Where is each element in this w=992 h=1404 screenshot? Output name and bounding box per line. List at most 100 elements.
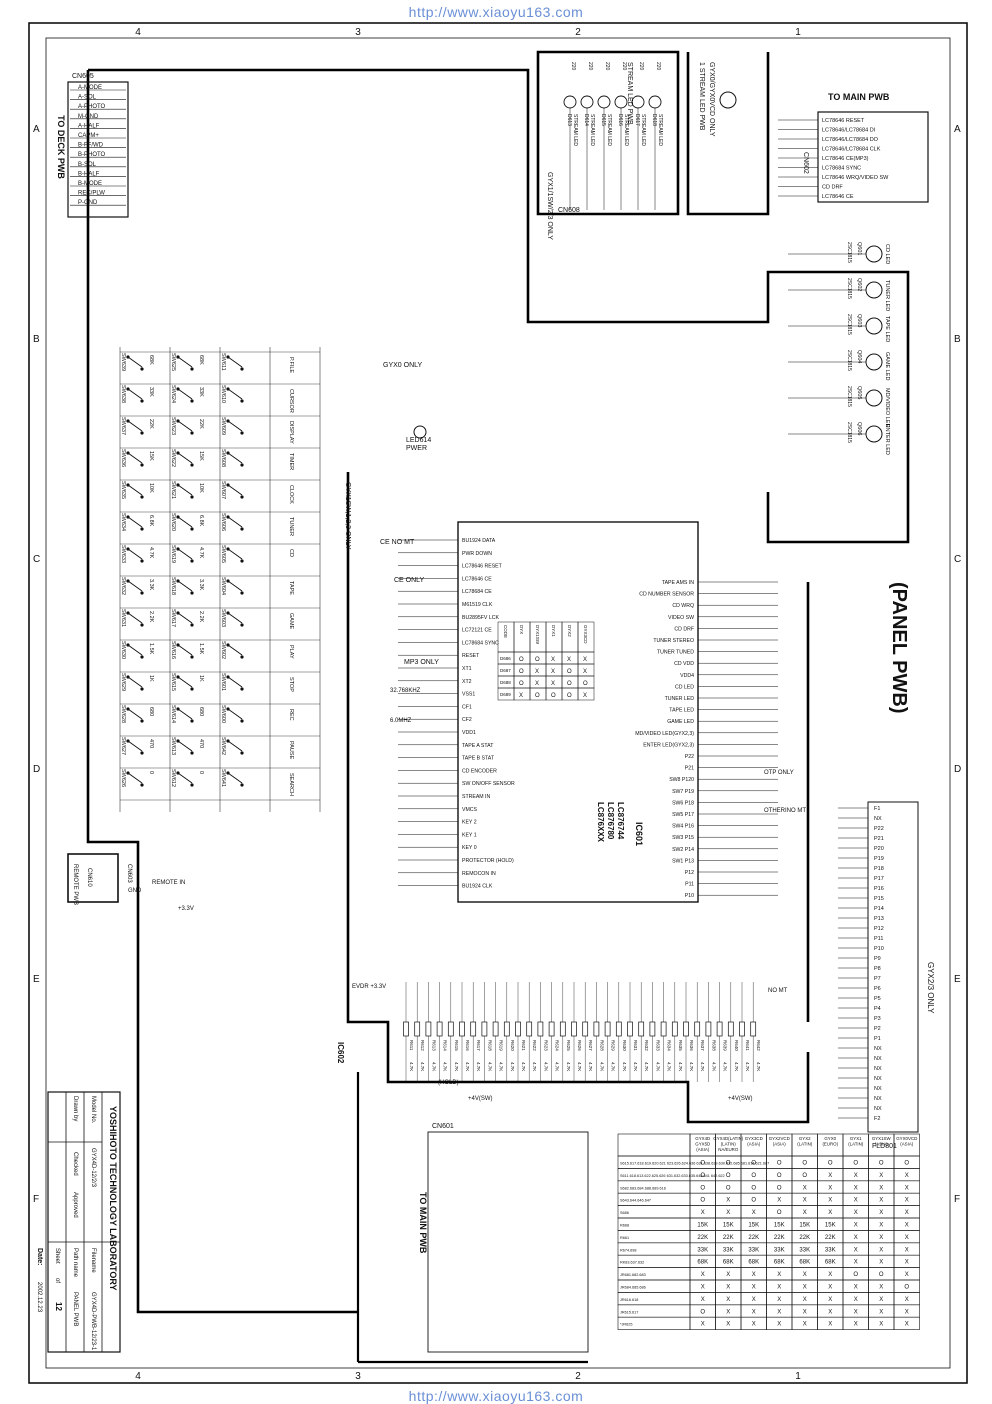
ver-cell-value: 33K — [825, 1247, 836, 1253]
ver-header-label: GYX1SW — [872, 1136, 892, 1141]
switch-contact — [240, 559, 244, 563]
bank-ref: R622 — [532, 1040, 537, 1051]
ver-cell-value: O — [726, 1173, 731, 1179]
switch-ref: SW618 — [170, 577, 176, 595]
ver-cell-value: X — [803, 1322, 807, 1328]
grid-row-left: E — [33, 974, 40, 985]
switch-symbol — [227, 548, 243, 560]
ver-cell-value: X — [905, 1210, 909, 1216]
ver-cell-value: X — [803, 1210, 807, 1216]
switch-contact — [190, 751, 194, 755]
switch-ref: SW637 — [120, 417, 126, 435]
grid-row-left: D — [33, 764, 40, 775]
switch-ref: SW616 — [170, 641, 176, 659]
main-pin-label: LC78646 WRQ/VIDEO SW — [822, 175, 889, 181]
ver-cell-value: X — [803, 1272, 807, 1278]
path-no: PANEL PWB — [72, 1292, 78, 1326]
bank-resistor — [739, 1021, 745, 1037]
ic-pin-right-label: VIDEO SW — [668, 615, 694, 621]
stream-led-label: STREAM LED — [606, 114, 612, 146]
bank-ref: R617 — [476, 1040, 481, 1051]
bank-resistor — [515, 1021, 521, 1037]
ver-cell-value: X — [701, 1272, 705, 1278]
deck-pin-label: B-MODE — [78, 181, 102, 187]
ver-cell-value: X — [905, 1173, 909, 1179]
ver-cell-value: 15K — [825, 1223, 836, 1229]
bank-resistor — [447, 1021, 454, 1037]
ver-cell-value: X — [905, 1309, 909, 1315]
bank-resistor — [548, 1021, 555, 1037]
switch-func: P.FILE — [288, 357, 294, 373]
fl-pin-label: P2 — [874, 1026, 881, 1032]
stream-led-ref: D615 — [600, 114, 606, 126]
ic-pin-left-label: TAPE A STAT — [462, 743, 494, 749]
fl-pin-label: P3 — [874, 1016, 881, 1022]
ic-pin-left-label: VMCS — [462, 807, 478, 813]
switch-symbol — [227, 708, 243, 720]
stream-led-res: 220 — [621, 62, 627, 71]
bank-ref: R619 — [499, 1040, 504, 1051]
ver-row-label: S682.683.684.688.689.616 — [620, 1186, 666, 1190]
ver-cell-value: X — [752, 1272, 756, 1278]
switch-contact — [140, 751, 144, 755]
switch-contact — [140, 591, 144, 595]
watermark-top: http://www.xiaoyu163.com — [408, 4, 584, 20]
switch-res: 6.8K — [148, 515, 154, 527]
bank-value: 4.7K — [723, 1062, 728, 1071]
ver-cell-value: O — [751, 1161, 756, 1167]
ver-cell-value: X — [777, 1309, 781, 1315]
bank-resistor — [526, 1021, 533, 1037]
code-cell-value: X — [551, 657, 555, 663]
switch-res: 10K — [148, 483, 154, 493]
switch-contact — [140, 527, 144, 531]
switch-func: TUNER — [288, 517, 294, 536]
switch-contact — [226, 707, 230, 711]
fl-pin-label: P9 — [874, 956, 881, 962]
bank-resistor — [683, 1021, 689, 1037]
ver-cell-value: 33K — [799, 1247, 810, 1253]
switch-res: 1K — [198, 675, 204, 682]
led-driver-transistor — [865, 389, 883, 407]
led-driver-transistor — [865, 425, 883, 443]
main-pin-label: LC78646/LC78684 DO — [822, 137, 879, 143]
switch-contact — [226, 451, 230, 455]
ic-pin-left-label: LC78646 CE — [462, 576, 492, 582]
ver-cell-value: X — [752, 1297, 756, 1303]
ic-pin-right-label: ENTER LED(GYX2,3) — [643, 742, 694, 748]
switch-symbol — [227, 580, 243, 592]
switch-contact — [190, 399, 194, 403]
bank-value: 4.7K — [443, 1062, 448, 1071]
ver-cell-value: O — [904, 1285, 909, 1291]
switch-contact — [176, 515, 180, 519]
ver-cell-value: O — [828, 1161, 833, 1167]
ver-cell-value: O — [751, 1173, 756, 1179]
main-pin-label: LC78646 RESET — [822, 118, 865, 124]
bank-value: 4.7K — [543, 1062, 548, 1071]
code-row-label: D687 — [500, 668, 511, 673]
ver-cell-value: O — [853, 1161, 858, 1167]
ic-pin-left-label: RESET — [462, 653, 480, 659]
switch-contact — [126, 547, 130, 551]
switch-res: 22K — [148, 419, 154, 429]
bank-ref: R632 — [644, 1040, 649, 1051]
ver-cell-value: X — [905, 1322, 909, 1328]
switch-ref: SW610 — [220, 385, 226, 403]
switch-contact — [140, 367, 144, 371]
ver-cell-value: X — [854, 1297, 858, 1303]
switch-contact — [240, 527, 244, 531]
code-cell-value: O — [567, 669, 572, 675]
main-pin-label: LC78684 SYNC — [822, 166, 861, 172]
switch-res: 3.3K — [198, 579, 204, 591]
ver-cell-value: O — [700, 1185, 705, 1191]
fl-pin-label: F1 — [874, 806, 880, 812]
bank-value: 4.7K — [678, 1062, 683, 1071]
ver-cell-value: O — [751, 1185, 756, 1191]
led-pwb-box — [536, 50, 680, 216]
led-driver-part: 2SC1815 — [846, 278, 852, 299]
ic-pin-right-label: CD VDD — [674, 661, 694, 667]
ver-cell-value: X — [854, 1247, 858, 1253]
grid-col-top: 1 — [795, 27, 801, 38]
switch-contact — [240, 495, 244, 499]
switch-ref: SW638 — [120, 385, 126, 403]
switch-symbol — [177, 740, 193, 752]
